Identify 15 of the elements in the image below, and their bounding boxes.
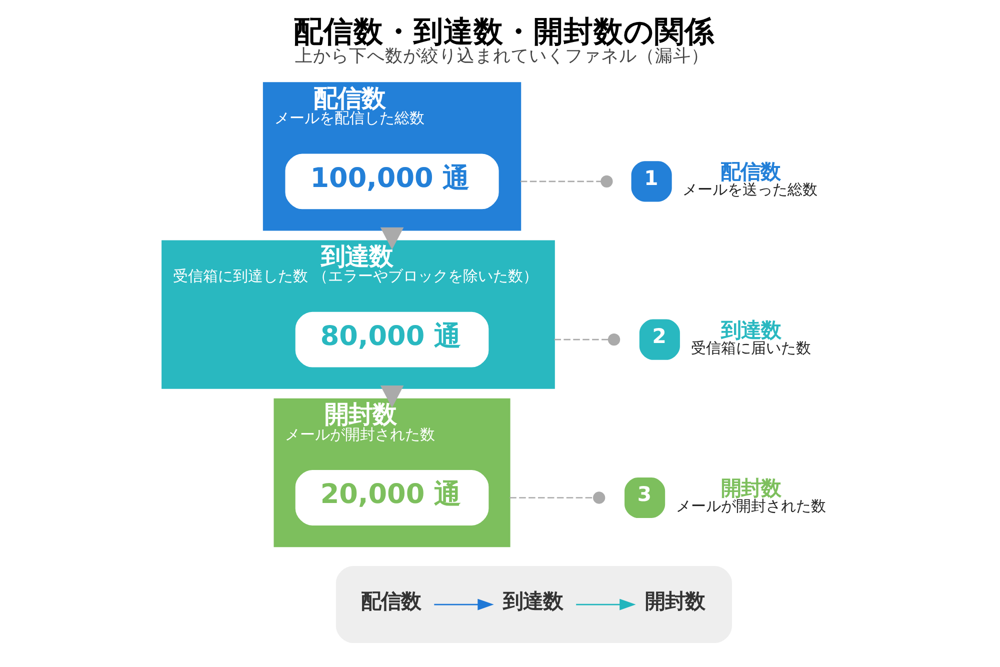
node-box: 100,000 通 — [284, 154, 498, 210]
node-box: 20,000 通 — [294, 470, 488, 526]
node-text: 配信数 — [360, 588, 420, 613]
arrow — [434, 598, 494, 610]
connector — [509, 492, 605, 504]
arrow — [380, 386, 404, 408]
node-text: 開封数 — [644, 588, 704, 613]
arrow — [576, 598, 636, 610]
arrow — [380, 227, 404, 250]
node-text: 到達数 — [502, 588, 562, 613]
connector — [554, 334, 620, 346]
cluster — [335, 566, 732, 644]
node-label: 到達数 — [720, 318, 781, 342]
connector — [520, 175, 612, 188]
node-box: 80,000 通 — [294, 312, 488, 368]
